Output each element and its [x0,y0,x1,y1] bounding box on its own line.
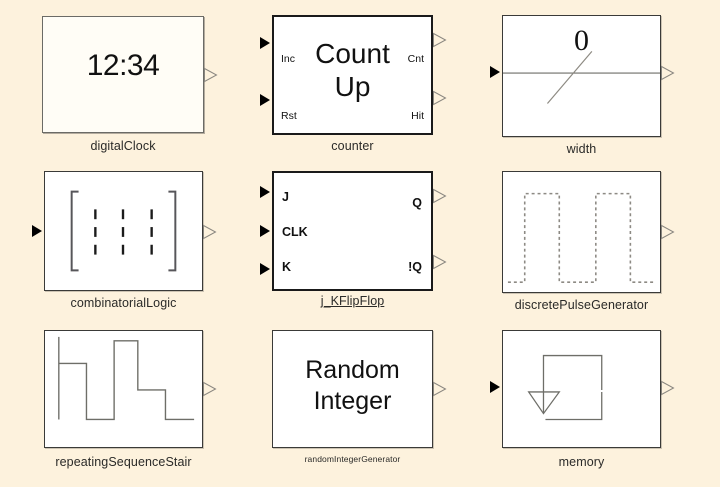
output-port-repeating-sequence-stair[interactable] [203,381,217,397]
port-label-jk-k: K [282,260,292,274]
output-port-counter-cnt[interactable] [433,32,447,48]
block-caption-random-integer-generator: randomIntegerGenerator [304,454,401,464]
staircase-waveform-icon [58,336,195,421]
block-body-random-integer-generator[interactable]: Random Integer [272,330,433,448]
block-body-discrete-pulse-generator[interactable] [502,171,661,293]
port-label-jk-clk: CLK [282,225,308,239]
block-body-digital-clock[interactable]: 12:34 [42,16,204,133]
digital-clock-readout-icon: 12:34 [86,49,160,82]
port-label-counter-hit: Hit [411,110,424,122]
port-label-counter-inc: Inc [281,53,296,65]
port-label-jk-q: Q [412,196,422,210]
output-port-width[interactable] [661,65,675,81]
random-integer-label-line-1: Random [305,356,400,384]
input-port-counter-rst[interactable] [260,94,270,106]
input-port-combinatorial-logic[interactable] [32,225,42,237]
output-port-jk-q[interactable] [433,188,447,204]
output-port-counter-hit[interactable] [433,90,447,106]
counter-label-line-2: Up [334,71,371,102]
input-port-memory[interactable] [490,381,500,393]
input-port-counter-inc[interactable] [260,37,270,49]
block-body-memory[interactable] [502,330,661,448]
block-body-repeating-sequence-stair[interactable] [44,330,203,448]
output-port-jk-not-q[interactable] [433,254,447,270]
input-port-width[interactable] [490,66,500,78]
block-body-counter[interactable]: Count Up Inc Rst Cnt Hit [272,15,433,135]
width-value-text: 0 [574,24,589,57]
block-caption-memory: memory [558,455,605,469]
memory-feedback-loop-icon [527,354,603,421]
counter-label-line-1: Count [315,38,390,69]
block-body-combinatorial-logic[interactable] [44,171,203,291]
block-caption-width: width [566,142,597,156]
input-port-jk-clk[interactable] [260,225,270,237]
output-port-random-integer-generator[interactable] [433,381,447,397]
block-body-jk-flip-flop[interactable]: J CLK K Q !Q [272,171,433,291]
dashed-pulse-train-icon [507,192,656,283]
output-port-combinatorial-logic[interactable] [203,224,217,240]
block-body-width[interactable]: 0 [502,15,661,137]
output-port-memory[interactable] [661,380,675,396]
block-caption-counter: counter [331,139,374,153]
output-port-discrete-pulse-generator[interactable] [661,224,675,240]
port-label-counter-cnt: Cnt [407,53,424,65]
block-caption-jk-flip-flop: j_KFlipFlop [320,294,385,308]
block-caption-repeating-sequence-stair: repeatingSequenceStair [55,455,192,469]
input-port-jk-j[interactable] [260,186,270,198]
port-label-jk-not-q: !Q [408,260,422,274]
random-integer-label-line-2: Integer [313,387,392,415]
output-port-digital-clock[interactable] [204,67,218,83]
block-caption-digital-clock: digitalClock [90,139,156,153]
port-label-counter-rst: Rst [281,110,297,122]
truth-table-matrix-icon [70,190,177,272]
block-caption-combinatorial-logic: combinatorialLogic [70,296,177,310]
port-label-jk-j: J [282,190,289,204]
block-caption-discrete-pulse-generator: discretePulseGenerator [514,298,649,312]
input-port-jk-k[interactable] [260,263,270,275]
